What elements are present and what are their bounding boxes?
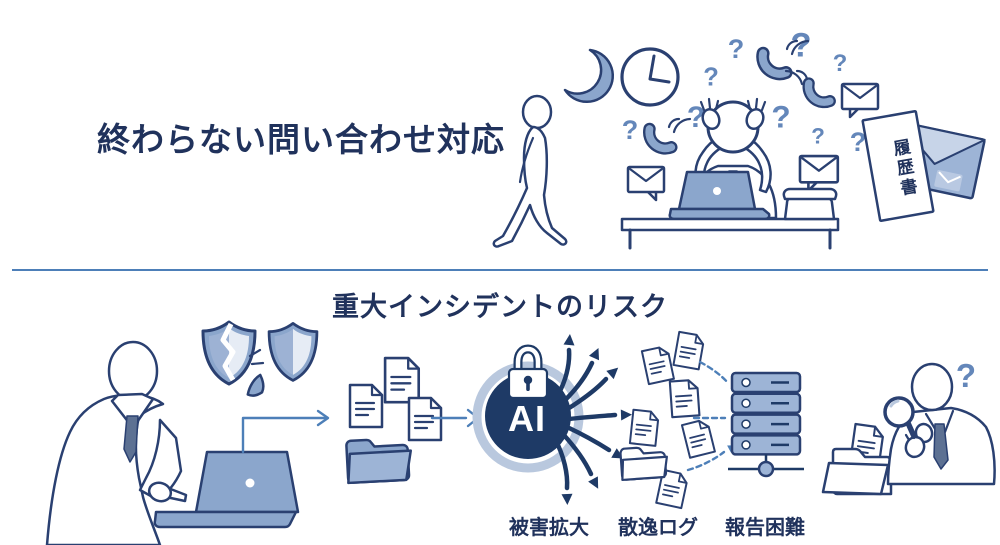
- phone-icon: [757, 53, 786, 79]
- overwhelmed-person: [620, 97, 840, 250]
- clock-icon: [620, 47, 680, 107]
- question-mark-icon: [621, 114, 639, 145]
- phone-icon: [803, 83, 829, 107]
- folder-outline-icon: [619, 446, 668, 482]
- label-damage-expansion: 被害拡大: [509, 517, 589, 539]
- hand-on-head: [745, 97, 767, 130]
- document-icon: [628, 408, 660, 447]
- magnifier-icon: [883, 396, 920, 446]
- flow-arrow: [241, 416, 327, 454]
- question-mark-icon: [727, 33, 745, 64]
- question-mark-icon: [790, 26, 812, 65]
- document-icon: [348, 383, 384, 429]
- open-folder-icon: [821, 422, 893, 496]
- lock-icon: [507, 344, 549, 400]
- server-icon: [728, 371, 804, 478]
- mail-icon: [934, 170, 963, 192]
- moon-icon: [563, 48, 615, 104]
- ai-label: AI: [508, 398, 546, 439]
- walking-person: [492, 94, 568, 248]
- document-icon: [383, 356, 421, 404]
- folder-icon: [345, 438, 412, 485]
- resume-envelope: [861, 109, 986, 223]
- document-icon: [668, 378, 701, 419]
- hand-on-head: [699, 97, 721, 130]
- question-mark-icon: [832, 49, 848, 77]
- laptop-icon: [153, 450, 300, 529]
- dashed-arrows: [686, 360, 742, 472]
- top-section-title: 終わらない問い合わせ対応: [97, 121, 505, 158]
- desk: [620, 217, 840, 250]
- ai-lock-hub: AI: [472, 333, 633, 506]
- question-mark-icon: [955, 357, 977, 395]
- bottom-section-title: 重大インシデントのリスク: [332, 292, 668, 322]
- mail-icon: [798, 154, 840, 192]
- businessman: [45, 340, 300, 545]
- question-mark-icon: [811, 123, 825, 149]
- mail-icon: [626, 165, 666, 202]
- phone-icon: [644, 129, 671, 154]
- desk-phone-icon: [782, 187, 838, 221]
- question-mark-icon: [703, 63, 719, 92]
- document-icon: [680, 417, 716, 459]
- broken-shield-icon: [201, 320, 265, 397]
- document-icon: [640, 344, 675, 386]
- question-mark-icon: [771, 98, 791, 135]
- label-scattered-logs: 散逸ログ: [618, 517, 698, 539]
- document-icon: [672, 330, 706, 371]
- mail-icon: [840, 82, 880, 119]
- shield-icon: [267, 322, 319, 382]
- investigator: [821, 362, 996, 496]
- scattered-documents: [619, 330, 716, 510]
- resume-document: [861, 109, 935, 223]
- documents-cluster: [345, 356, 443, 485]
- label-report-difficulty: 報告困難: [725, 517, 805, 539]
